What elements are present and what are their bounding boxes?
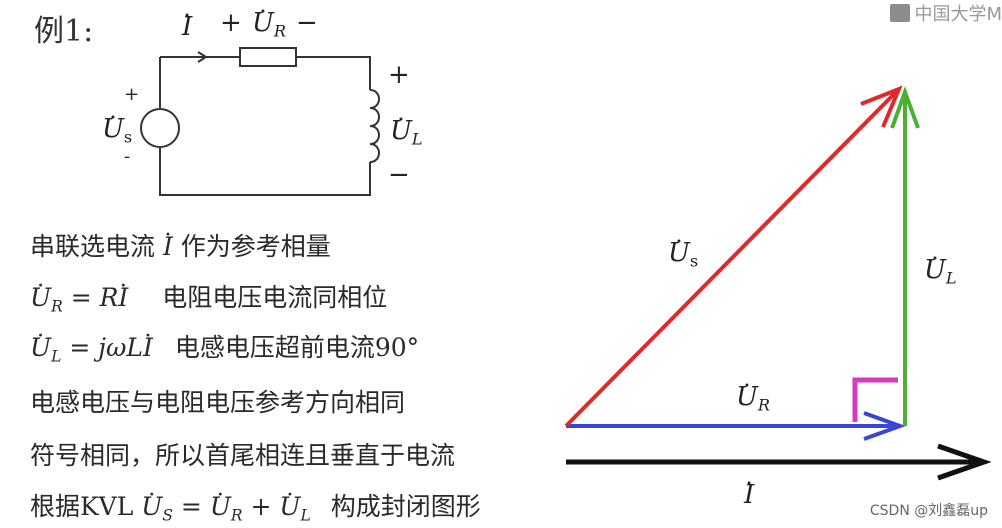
circuit-wire: [159, 56, 371, 196]
phasor-i-label: I: [744, 480, 754, 510]
ur-minus-sign: −: [296, 8, 318, 38]
right-angle-marker: [852, 377, 898, 422]
text-line-5: 符号相同，所以首尾相连且垂直于电流: [30, 441, 456, 470]
phasor-ul-label: UL: [924, 255, 957, 288]
circuit-us-label: Us: [102, 114, 132, 147]
text-line-6: 根据KVL US = UR + UL 构成封闭图形: [30, 487, 481, 524]
circuit-current-label: I: [182, 12, 192, 42]
us-plus-sign: +: [124, 84, 140, 105]
circuit-ur-label: UR: [252, 8, 286, 41]
voltage-source: [140, 108, 180, 148]
ur-plus-sign: +: [220, 8, 242, 38]
ul-plus-sign: +: [388, 60, 410, 90]
circuit-diagram: [140, 47, 380, 196]
us-arrowhead: [860, 85, 903, 128]
logo-text: 中国大学M: [914, 4, 1002, 25]
circuit-ul-label: UL: [390, 116, 423, 149]
text-line-2: UR = RI 电阻电压电流同相位: [30, 278, 387, 315]
ur-arrowhead: [863, 411, 906, 441]
us-minus-sign: -: [124, 146, 131, 167]
watermark: CSDN @刘鑫磊up: [869, 503, 988, 519]
logo-mark-icon: [890, 4, 911, 22]
current-arrow-mark: [197, 51, 208, 63]
course-logo: 中国大学M: [890, 0, 1002, 26]
ul-arrowhead: [890, 86, 920, 129]
ul-minus-sign: −: [388, 160, 410, 190]
inductor: [369, 89, 380, 163]
us-vector: [564, 88, 900, 428]
resistor: [239, 47, 297, 67]
phasor-ur-label: UR: [736, 382, 770, 415]
text-line-3: UL = jωLI 电感电压超前电流90°: [30, 328, 419, 365]
example-title: 例1:: [34, 14, 94, 49]
text-line-1: 串联选电流 I 作为参考相量: [30, 227, 331, 263]
phasor-us-label: Us: [668, 238, 698, 271]
i-arrowhead: [937, 443, 992, 481]
text-line-4: 电感电压与电阻电压参考方向相同: [30, 388, 406, 417]
